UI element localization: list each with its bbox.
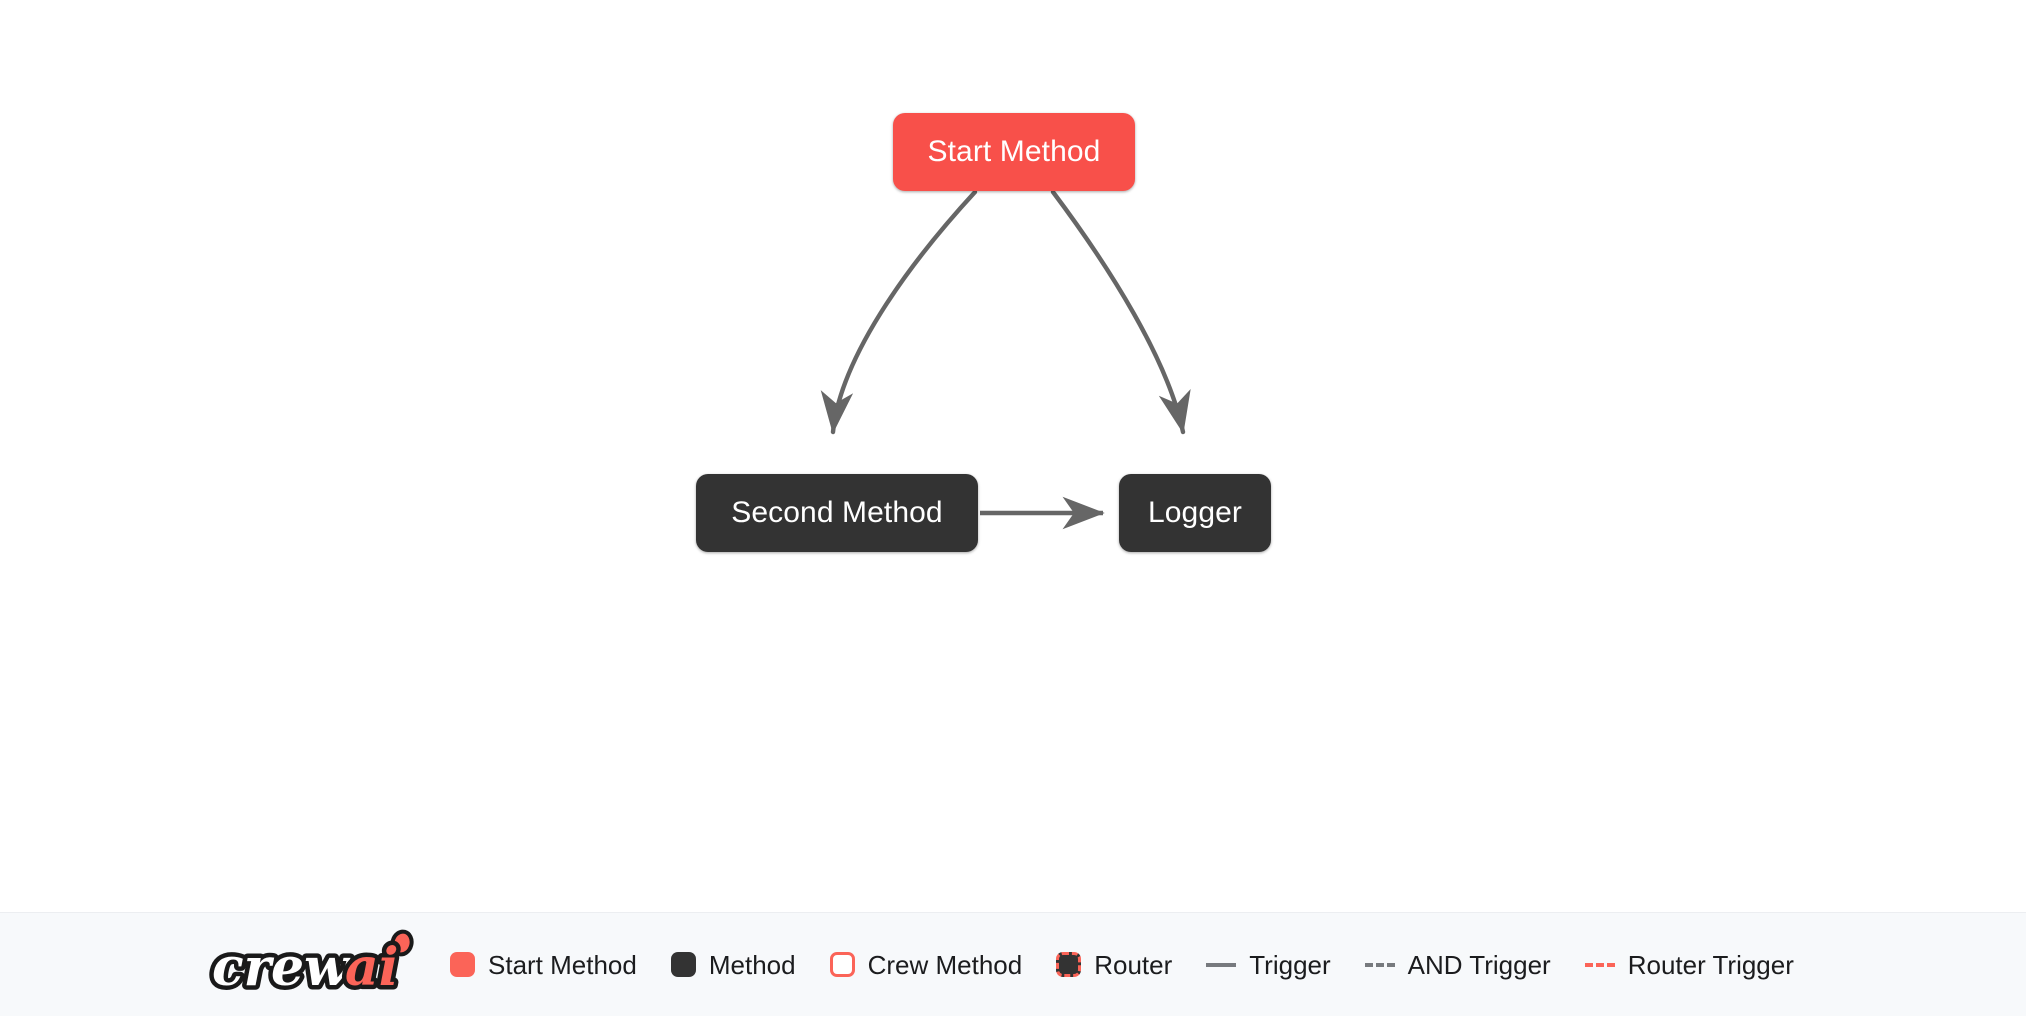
legend-items: Start Method Method Crew Method Router T…: [450, 952, 1794, 978]
edge-start-to-second: [820, 189, 978, 435]
flow-node-start-method[interactable]: Start Method: [893, 113, 1135, 191]
edge-layer: [820, 189, 1191, 530]
legend-item-method: Method: [670, 949, 796, 980]
legend-item-and-trigger: AND Trigger: [1364, 949, 1551, 980]
legend-item-crew-method: Crew Method: [829, 949, 1023, 980]
crew-method-swatch-icon: [829, 952, 855, 977]
crewai-logo: crew crew ai ai: [208, 929, 414, 1001]
flow-canvas[interactable]: Start Method Second Method Logger: [0, 0, 2026, 912]
edge-start-to-logger: [1050, 189, 1191, 435]
flow-node-logger[interactable]: Logger: [1119, 474, 1271, 552]
legend-bar: crew crew ai ai Start Method Method Crew…: [0, 912, 2026, 1016]
legend-label: Router Trigger: [1627, 949, 1794, 980]
svg-text:crew: crew: [212, 937, 351, 998]
flow-node-label: Start Method: [927, 135, 1101, 168]
router-swatch-icon: [1056, 952, 1082, 977]
svg-text:ai: ai: [345, 937, 398, 998]
flow-node-label: Logger: [1147, 496, 1242, 529]
legend-item-router: Router: [1056, 952, 1172, 978]
trigger-line-icon: [1206, 962, 1237, 967]
legend-item-trigger: Trigger: [1206, 949, 1331, 980]
router-trigger-line-icon: [1584, 962, 1615, 967]
legend-label: Start Method: [488, 949, 637, 980]
flow-node-label: Second Method: [731, 496, 943, 529]
method-swatch-icon: [670, 952, 696, 977]
legend-label: Trigger: [1249, 949, 1331, 980]
legend-item-router-trigger: Router Trigger: [1584, 949, 1794, 980]
start-method-swatch-icon: [450, 952, 475, 977]
svg-text:ai: ai: [345, 937, 398, 998]
legend-label: Method: [708, 949, 796, 980]
legend-label: AND Trigger: [1407, 949, 1551, 980]
legend-item-start-method: Start Method: [450, 952, 637, 978]
flow-node-second-method[interactable]: Second Method: [696, 474, 978, 552]
and-trigger-line-icon: [1364, 962, 1395, 967]
legend-label: Crew Method: [867, 949, 1023, 980]
svg-text:crew: crew: [212, 937, 351, 998]
legend-label: Router: [1094, 949, 1173, 980]
